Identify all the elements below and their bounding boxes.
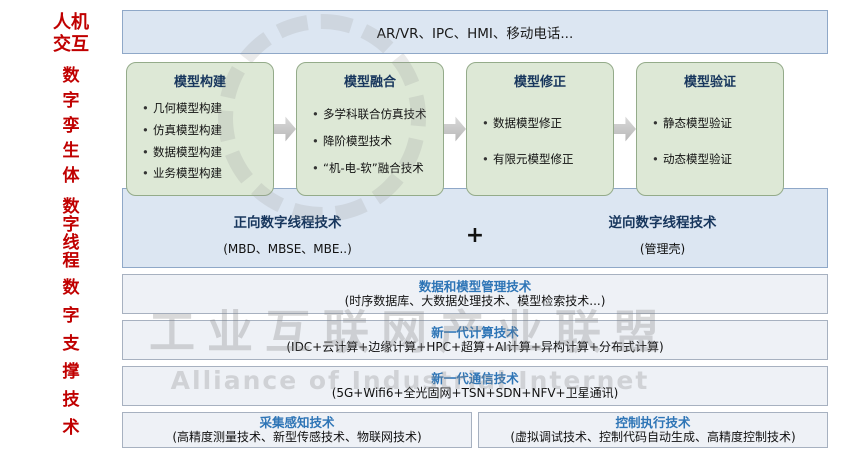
sidebar-label-digital-thread: 数字线程 <box>62 197 80 271</box>
model-box-title: 模型构建 <box>173 75 226 90</box>
list-item: 降阶模型技术 <box>310 134 434 148</box>
model-box-validation: 模型验证 静态模型验证 动态模型验证 <box>636 62 784 196</box>
reverse-thread-title: 逆向数字线程技术 <box>608 215 717 231</box>
model-box-title: 模型融合 <box>343 75 396 90</box>
list-item: 有限元模型修正 <box>480 152 604 166</box>
list-item: 业务模型构建 <box>140 167 264 181</box>
model-box-fusion: 模型融合 多学科联合仿真技术 降阶模型技术 “机-电-软”融合技术 <box>296 62 444 196</box>
arrow-right-icon <box>614 116 636 142</box>
row-detail: (5G+Wifi6+全光固网+TSN+SDN+NFV+卫星通讯) <box>331 386 619 401</box>
box-sensing-acquisition: 采集感知技术 (高精度测量技术、新型传感技术、物联网技术) <box>122 412 472 448</box>
sidebar-label-human-machine-interaction: 人机交互 <box>53 12 89 55</box>
row-title: 控制执行技术 <box>615 414 691 430</box>
row-title: 采集感知技术 <box>259 414 335 430</box>
hmi-bar-text: AR/VR、IPC、HMI、移动电话... <box>376 26 574 42</box>
row-detail: (IDC+云计算+边缘计算+HPC+超算+AI计算+异构计算+分布式计算) <box>286 340 664 355</box>
list-item: “机-电-软”融合技术 <box>310 161 434 175</box>
forward-thread-subtitle: (MBD、MBSE、MBE..) <box>223 242 352 256</box>
model-pipeline: 模型构建 几何模型构建 仿真模型构建 数据模型构建 业务模型构建 模型融合 多学… <box>126 62 786 196</box>
model-box-item-list: 多学科联合仿真技术 降阶模型技术 “机-电-软”融合技术 <box>306 94 434 189</box>
plus-sign: + <box>465 223 485 248</box>
digital-thread-band: 正向数字线程技术 (MBD、MBSE、MBE..) + 逆向数字线程技术 (管理… <box>122 188 828 268</box>
row-detail: (高精度测量技术、新型传感技术、物联网技术) <box>172 430 422 445</box>
list-item: 仿真模型构建 <box>140 123 264 137</box>
row-detail: (虚拟调试技术、控制代码自动生成、高精度控制技术) <box>510 430 796 445</box>
hmi-bar: AR/VR、IPC、HMI、移动电话... <box>122 10 828 54</box>
list-item: 静态模型验证 <box>650 116 774 130</box>
model-box-construction: 模型构建 几何模型构建 仿真模型构建 数据模型构建 业务模型构建 <box>126 62 274 196</box>
row-detail: (时序数据库、大数据处理技术、模型检索技术...) <box>344 294 606 309</box>
row-title: 新一代通信技术 <box>431 370 519 386</box>
model-box-title: 模型修正 <box>513 75 566 90</box>
list-item: 数据模型修正 <box>480 116 604 130</box>
model-box-item-list: 几何模型构建 仿真模型构建 数据模型构建 业务模型构建 <box>136 94 264 189</box>
forward-thread-title: 正向数字线程技术 <box>233 215 342 231</box>
forward-thread-section: 正向数字线程技术 (MBD、MBSE、MBE..) <box>123 211 452 257</box>
sidebar-label-digital-support-tech: 数字支撑技术 <box>62 278 80 438</box>
model-box-item-list: 数据模型修正 有限元模型修正 <box>476 94 604 189</box>
row-next-gen-computing: 新一代计算技术 (IDC+云计算+边缘计算+HPC+超算+AI计算+异构计算+分… <box>122 320 828 360</box>
reverse-thread-subtitle: (管理壳) <box>639 242 686 256</box>
reverse-thread-section: 逆向数字线程技术 (管理壳) <box>498 211 827 257</box>
arrow-right-icon <box>274 116 296 142</box>
box-control-execution: 控制执行技术 (虚拟调试技术、控制代码自动生成、高精度控制技术) <box>478 412 828 448</box>
row-data-model-management: 数据和模型管理技术 (时序数据库、大数据处理技术、模型检索技术...) <box>122 274 828 314</box>
arrow-right-icon <box>444 116 466 142</box>
row-next-gen-communication: 新一代通信技术 (5G+Wifi6+全光固网+TSN+SDN+NFV+卫星通讯) <box>122 366 828 406</box>
list-item: 多学科联合仿真技术 <box>310 107 434 121</box>
row-title: 新一代计算技术 <box>431 324 519 340</box>
row-title: 数据和模型管理技术 <box>418 278 532 294</box>
list-item: 动态模型验证 <box>650 152 774 166</box>
model-box-correction: 模型修正 数据模型修正 有限元模型修正 <box>466 62 614 196</box>
sidebar-label-digital-twin: 数字孪生体 <box>62 66 80 186</box>
list-item: 几何模型构建 <box>140 102 264 116</box>
model-box-item-list: 静态模型验证 动态模型验证 <box>646 94 774 189</box>
list-item: 数据模型构建 <box>140 145 264 159</box>
model-box-title: 模型验证 <box>683 75 736 90</box>
bottom-row: 采集感知技术 (高精度测量技术、新型传感技术、物联网技术) 控制执行技术 (虚拟… <box>122 412 828 448</box>
